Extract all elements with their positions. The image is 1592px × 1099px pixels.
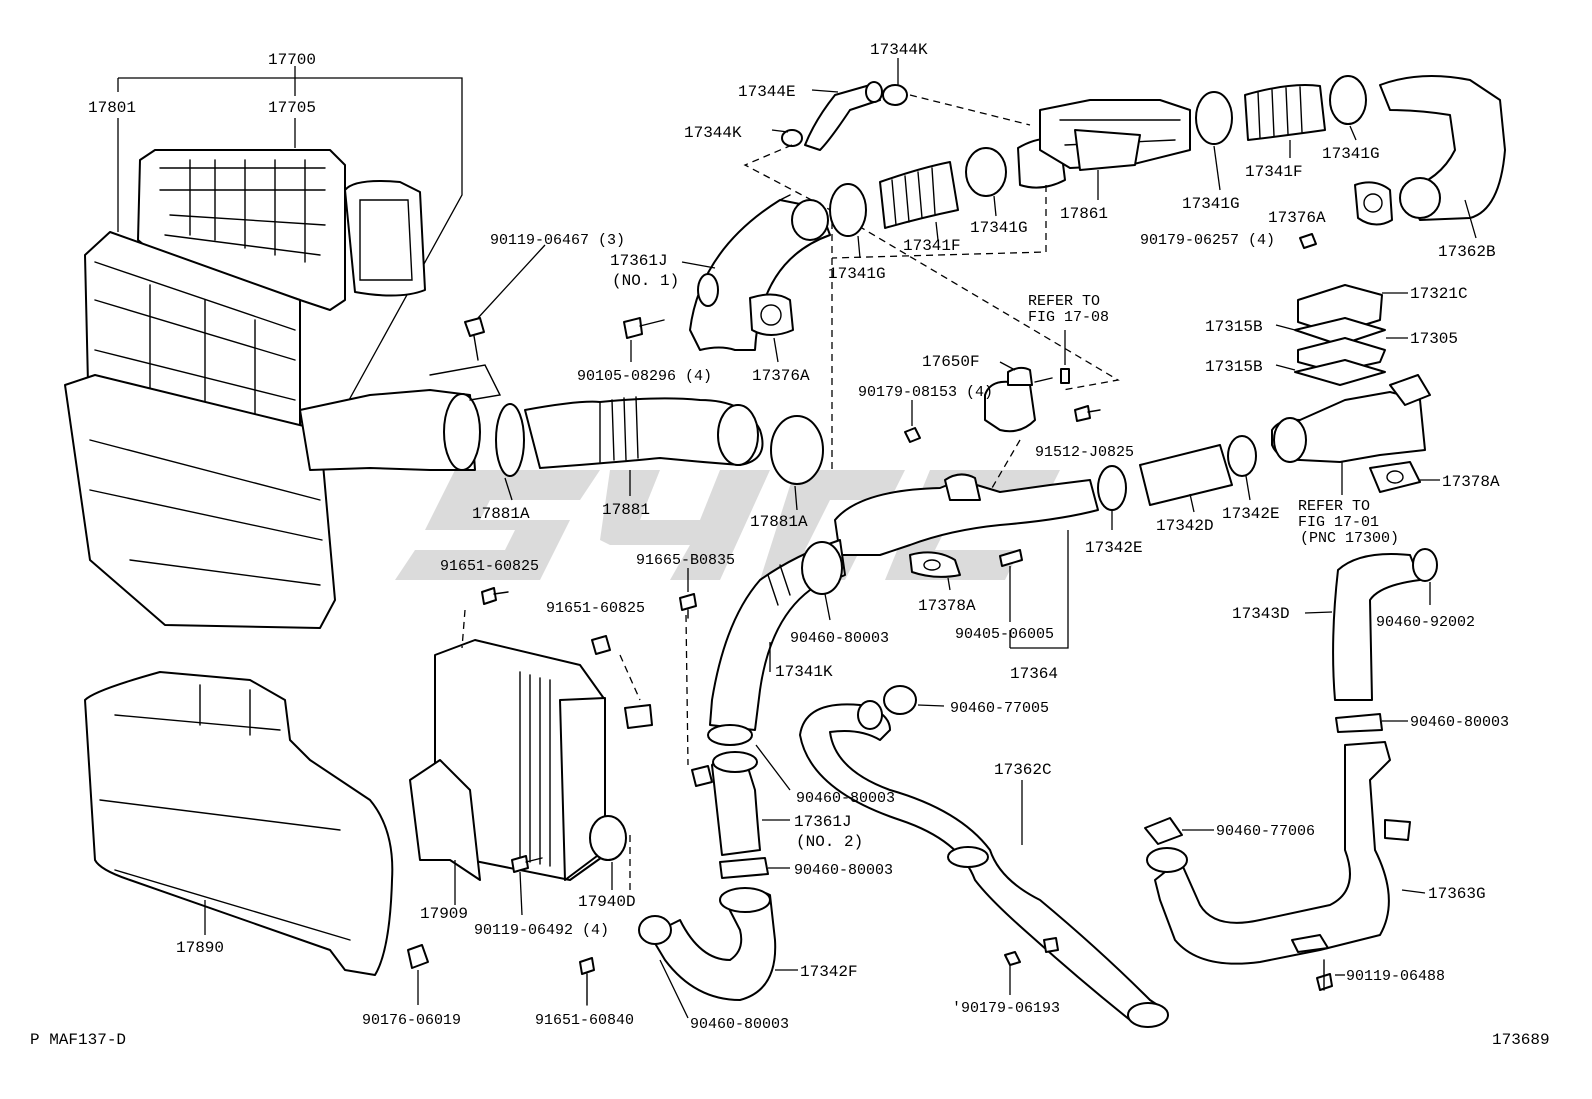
bolt-91512-J0825 [1074,405,1101,422]
valve-17305 [1271,284,1440,495]
label-90460-80003-b: 90460-80003 [1410,714,1509,731]
vsv-17650F [984,330,1070,501]
bolt-90105-08296 [623,317,665,362]
pipe-17364 [834,473,1099,649]
refer-1708-line1: REFER TO [1028,293,1100,310]
hose-17341K [638,539,846,1019]
label-90179-06193: '90179-06193 [952,1000,1060,1017]
label-17341G-b: 17341G [970,219,1028,237]
hose-17881 [495,396,824,511]
bolt-90179-08153 [904,400,921,443]
label-17361J-no2: 17361J [794,813,852,831]
label-17305: 17305 [1410,330,1458,348]
label-17364: 17364 [1010,665,1058,683]
label-17700: 17700 [268,51,316,69]
label-17705: 17705 [268,99,316,117]
label-17361J-no2-sub: (NO. 2) [796,833,863,851]
label-17343D: 17343D [1232,605,1290,623]
refer-1708-line2: FIG 17-08 [1028,309,1109,326]
label-17881: 17881 [602,501,650,519]
pipe-17363G [1144,741,1426,991]
intercooler-17940D [409,609,653,905]
label-17341G-a: 17341G [828,265,886,283]
label-17378A-mid: 17378A [918,597,976,615]
hose-17342D [1097,435,1257,530]
label-17341G-c: 17341G [1182,195,1240,213]
label-90460-80003-e: 90460-80003 [690,1016,789,1033]
label-90460-80003-c: 90460-80003 [796,790,895,807]
bolt-91651-60825-a [481,587,509,605]
label-17315B-a: 17315B [1205,318,1263,336]
pipe-17362C [799,685,1169,1028]
nut-90179-06257 [1299,233,1317,249]
label-17362C: 17362C [994,761,1052,779]
label-90176-06019: 90176-06019 [362,1012,461,1029]
air-cleaner-assembly [64,66,502,629]
bolt-90119-06492 [511,855,543,916]
label-90460-92002: 90460-92002 [1376,614,1475,631]
footer-page-code: P MAF137-D [30,1031,126,1049]
label-17881A-right: 17881A [750,513,808,531]
label-91665-B0835: 91665-B0835 [636,552,735,569]
label-17362B: 17362B [1438,243,1496,261]
label-90119-06488: 90119-06488 [1346,968,1445,985]
footer-figure-number: 173689 [1492,1031,1550,1049]
label-17376A-right: 17376A [1268,209,1326,227]
label-90460-77006: 90460-77006 [1216,823,1315,840]
label-17344E: 17344E [738,83,796,101]
throttle-body-17861 [1039,99,1191,200]
label-17341F-a: 17341F [903,237,961,255]
label-17341K: 17341K [775,663,833,681]
clip-90176-06019 [407,944,429,1005]
label-17361J-no1-sub: (NO. 1) [612,272,679,290]
label-17342E-a: 17342E [1222,505,1280,523]
label-17881A-left: 17881A [472,505,530,523]
label-90179-08153: 90179-08153 (4) [858,384,993,401]
label-17341F-b: 17341F [1245,163,1303,181]
label-91651-60825-b: 91651-60825 [546,600,645,617]
refer-1701-line3: (PNC 17300) [1300,530,1399,547]
label-17342F: 17342F [800,963,858,981]
duct-17890 [84,671,394,976]
label-17801: 17801 [88,99,136,117]
pipe-17361J-no1 [681,194,831,363]
label-17341G-d: 17341G [1322,145,1380,163]
label-90460-80003-a: 90460-80003 [790,630,889,647]
label-91651-60825-a: 91651-60825 [440,558,539,575]
refer-1701-line1: REFER TO [1298,498,1370,515]
label-17315B-b: 17315B [1205,358,1263,376]
hose-17343D [1304,548,1438,733]
label-17344K-top: 17344K [870,41,928,59]
bolt-91665-B0835 [679,568,697,619]
bolt-91651-60840 [579,957,595,1006]
label-90119-06467: 90119-06467 (3) [490,232,625,249]
label-90179-06257: 90179-06257 (4) [1140,232,1275,249]
label-17940D: 17940D [578,893,636,911]
label-17344K-left: 17344K [684,124,742,142]
label-17342D: 17342D [1156,517,1214,535]
label-17376A-mid: 17376A [752,367,810,385]
label-17890: 17890 [176,939,224,957]
bolt-90119-06467 [464,244,546,361]
label-17321C: 17321C [1410,285,1468,303]
label-17861: 17861 [1060,205,1108,223]
hose-17341-right [1195,75,1506,239]
label-91651-60840: 91651-60840 [535,1012,634,1029]
label-90460-77005: 90460-77005 [950,700,1049,717]
label-90105-08296: 90105-08296 (4) [577,368,712,385]
refer-1701-line2: FIG 17-01 [1298,514,1379,531]
label-17361J-no1: 17361J [610,252,668,270]
label-91512-J0825: 91512-J0825 [1035,444,1134,461]
label-90405-06005: 90405-06005 [955,626,1054,643]
label-17909: 17909 [420,905,468,923]
label-17650F: 17650F [922,353,980,371]
label-17342E-b: 17342E [1085,539,1143,557]
label-17363G: 17363G [1428,885,1486,903]
label-90460-80003-d: 90460-80003 [794,862,893,879]
label-90119-06492: 90119-06492 (4) [474,922,609,939]
label-17378A-right: 17378A [1442,473,1500,491]
